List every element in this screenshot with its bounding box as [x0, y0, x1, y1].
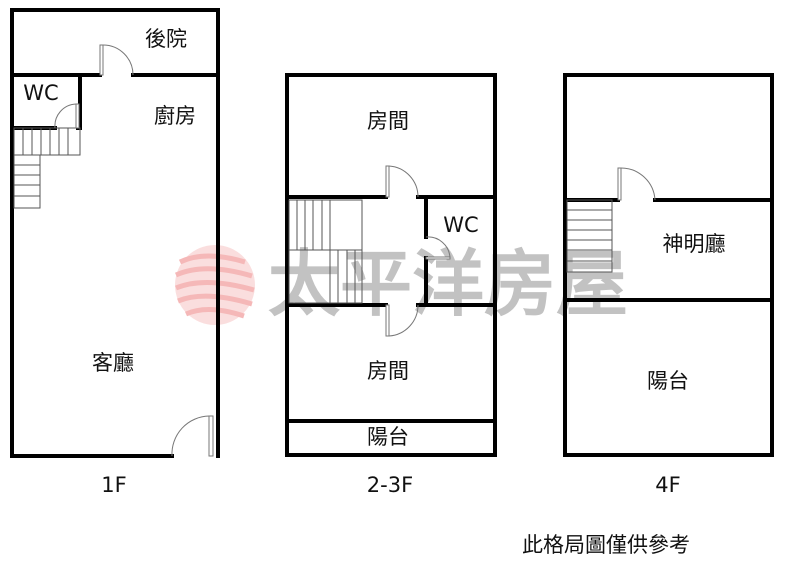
floor-2-3f: 房間 WC 房間 陽台 2-3F	[285, 73, 497, 497]
room-label: WC	[443, 213, 478, 237]
floor-4f: 神明廳 陽台 4F	[563, 73, 774, 497]
room-label: 神明廳	[663, 232, 726, 256]
room-label: 房間	[367, 109, 409, 133]
room-label: 後院	[145, 27, 187, 51]
room-label: 房間	[367, 359, 409, 383]
stairs	[13, 127, 81, 209]
room-label: 客廳	[92, 351, 134, 375]
floor-label: 2-3F	[367, 473, 413, 497]
room-label: 陽台	[367, 425, 409, 449]
room-label: 陽台	[647, 369, 689, 393]
disclaimer-note: 此格局圖僅供參考	[522, 533, 690, 557]
floor-label: 4F	[655, 473, 680, 497]
stairs	[566, 199, 613, 273]
stairs	[288, 199, 363, 304]
watermark-text: 太平洋房屋	[268, 241, 628, 326]
room-label: 廚房	[154, 104, 196, 128]
door	[54, 44, 214, 457]
watermark-logo-icon	[174, 245, 255, 325]
door	[617, 167, 656, 201]
door	[385, 165, 451, 337]
room-label: WC	[23, 81, 58, 105]
floor-1f: 後院 WC 廚房 客廳 1F	[10, 8, 220, 497]
floor-label: 1F	[101, 473, 126, 497]
